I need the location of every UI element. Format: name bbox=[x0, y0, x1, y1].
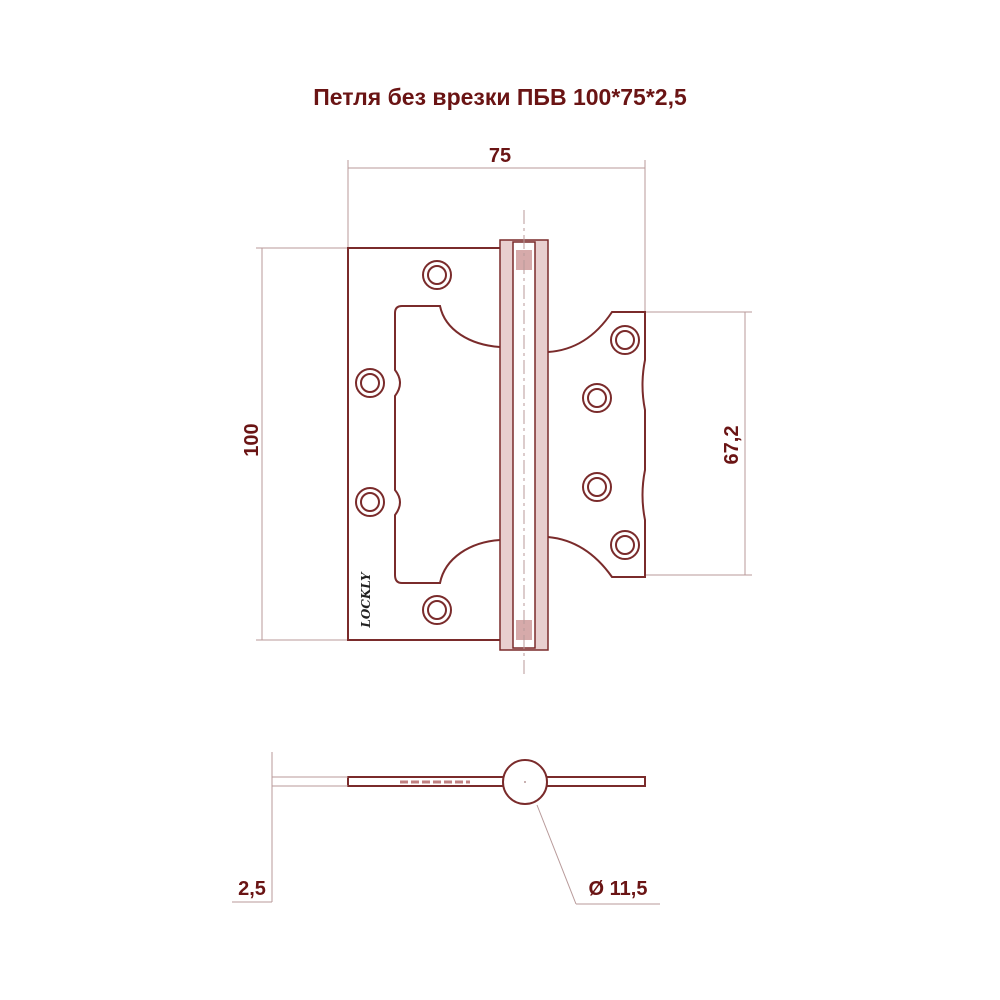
screw-hole bbox=[355, 368, 385, 398]
side-view bbox=[347, 759, 646, 805]
diameter-dimension: Ø 11,5 bbox=[536, 804, 660, 905]
screw-hole bbox=[422, 260, 452, 290]
screw-hole bbox=[422, 595, 452, 625]
width-dimension: 75 bbox=[347, 145, 646, 312]
drawing-title: Петля без врезки ПБВ 100*75*2,5 bbox=[313, 84, 687, 110]
leaf-height-dimension: 67,2 bbox=[645, 311, 752, 576]
knuckle bbox=[499, 210, 549, 678]
width-label: 75 bbox=[489, 145, 511, 167]
lockly-logo: LOCKLY bbox=[359, 571, 373, 629]
diameter-label: Ø 11,5 bbox=[589, 878, 648, 900]
screw-hole bbox=[582, 383, 612, 413]
screw-hole bbox=[610, 530, 640, 560]
screw-hole bbox=[582, 472, 612, 502]
height-dimension: 100 bbox=[241, 247, 348, 641]
thickness-label: 2,5 bbox=[238, 878, 266, 900]
height-label: 100 bbox=[241, 423, 263, 456]
thickness-dimension: 2,5 bbox=[232, 752, 348, 903]
screw-hole bbox=[355, 487, 385, 517]
screw-hole bbox=[610, 325, 640, 355]
screw-holes bbox=[355, 260, 640, 625]
outer-plate bbox=[347, 247, 501, 641]
leaf-height-label: 67,2 bbox=[721, 426, 743, 465]
inner-leaf bbox=[547, 311, 646, 578]
